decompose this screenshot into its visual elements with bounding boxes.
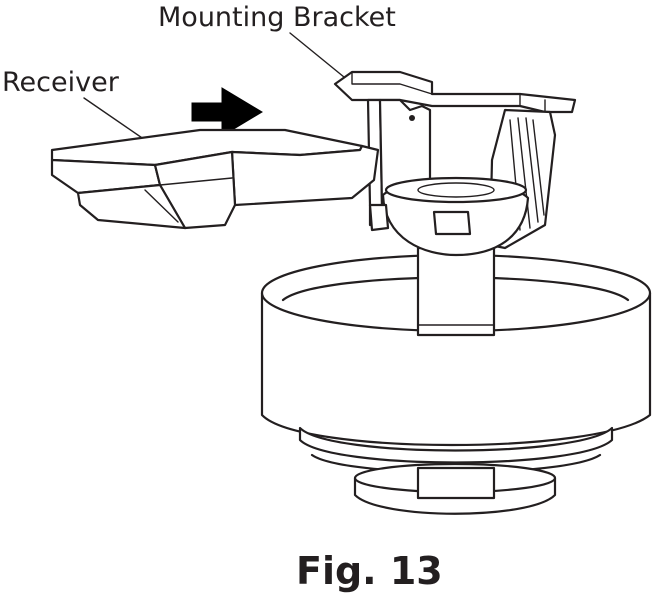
receiver-label: Receiver	[2, 67, 119, 98]
receiver-leader-line	[83, 97, 149, 143]
downrod-stem	[416, 246, 496, 337]
figure-caption: Fig. 13	[296, 549, 443, 593]
insertion-arrow	[191, 87, 263, 137]
mounting-bracket-label: Mounting Bracket	[158, 2, 396, 33]
mounting-bracket	[333, 70, 577, 257]
receiver	[50, 128, 380, 230]
